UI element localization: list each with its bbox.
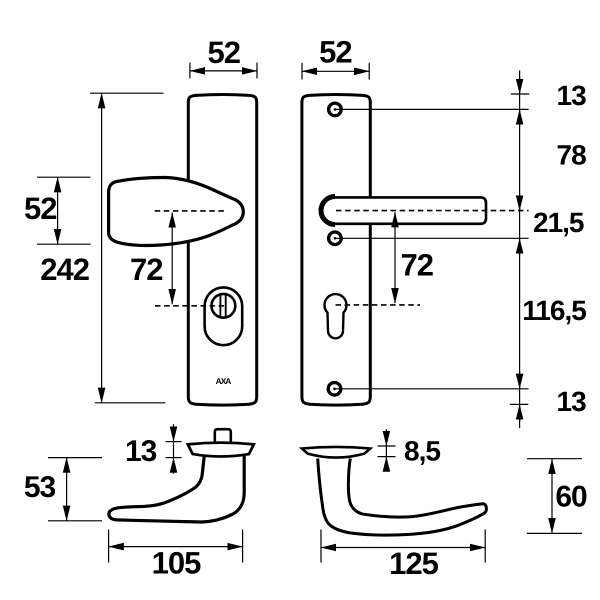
- svg-text:52: 52: [207, 35, 239, 70]
- svg-text:72: 72: [401, 248, 433, 283]
- svg-text:13: 13: [557, 386, 587, 417]
- svg-text:AXA: AXA: [216, 376, 232, 386]
- svg-text:116,5: 116,5: [522, 295, 586, 326]
- svg-text:105: 105: [152, 545, 201, 580]
- svg-text:78: 78: [557, 140, 587, 171]
- svg-text:13: 13: [557, 80, 587, 111]
- svg-text:60: 60: [555, 481, 587, 514]
- svg-text:52: 52: [319, 35, 351, 70]
- svg-text:242: 242: [40, 252, 89, 287]
- svg-text:8,5: 8,5: [404, 436, 440, 467]
- svg-text:72: 72: [130, 252, 162, 287]
- svg-text:125: 125: [389, 546, 438, 581]
- svg-text:53: 53: [24, 471, 56, 504]
- svg-text:52: 52: [24, 191, 56, 226]
- svg-text:21,5: 21,5: [533, 207, 584, 238]
- svg-text:13: 13: [125, 435, 157, 468]
